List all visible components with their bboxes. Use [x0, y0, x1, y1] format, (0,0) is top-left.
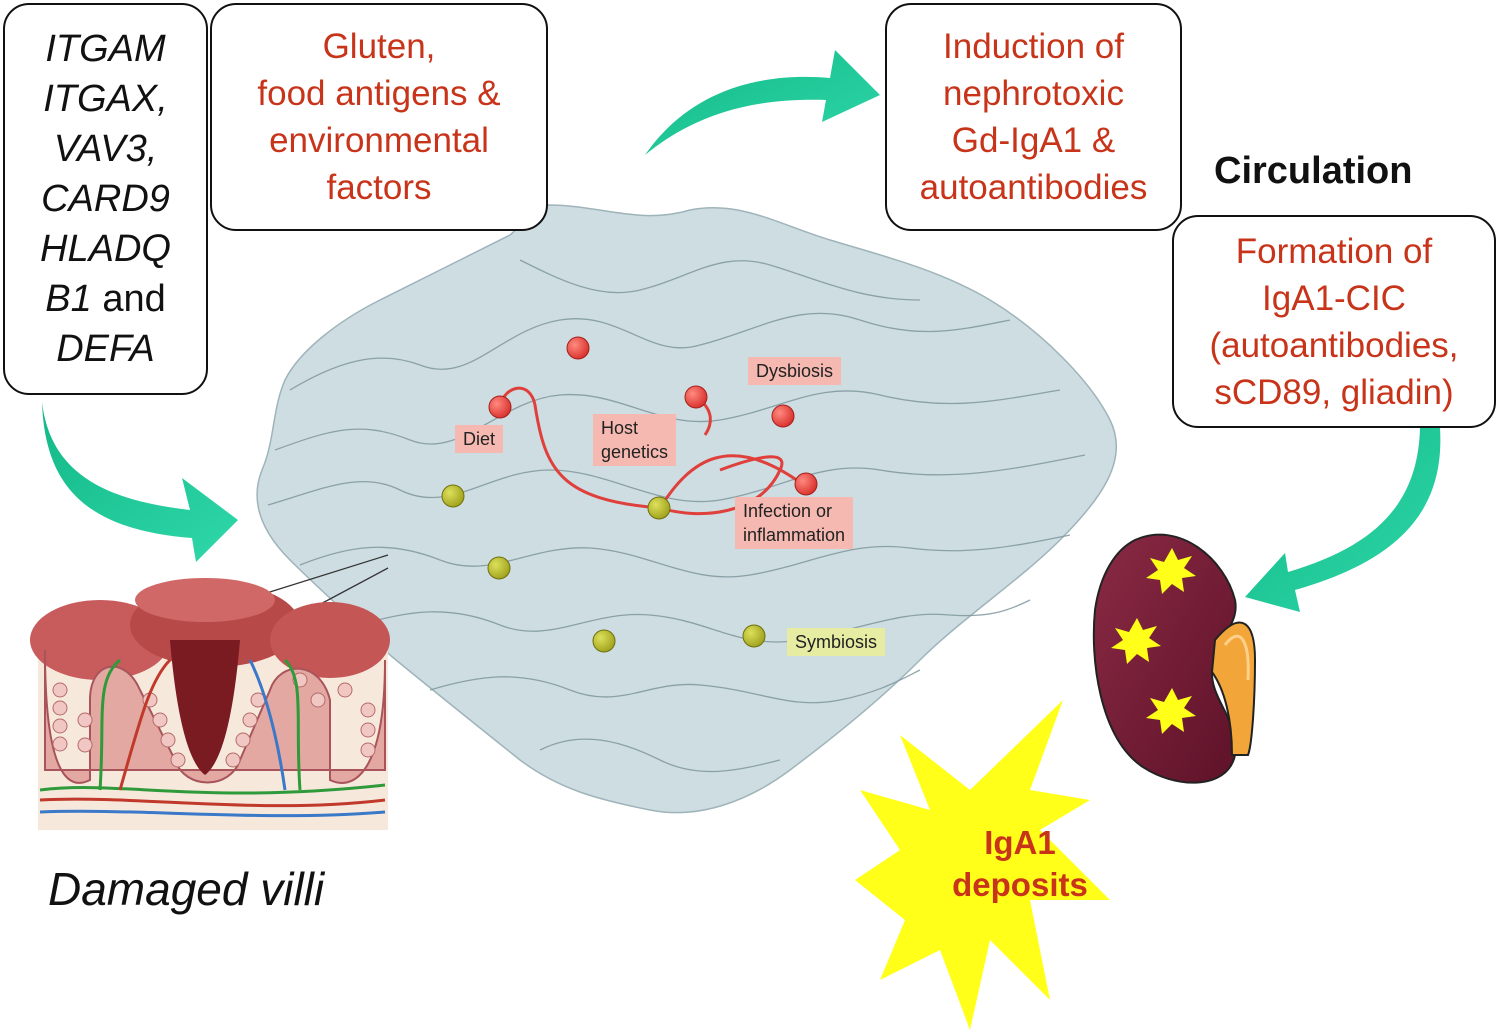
formation-line-1: Formation of — [1235, 231, 1433, 271]
induction-line-2: nephrotoxic — [943, 74, 1124, 113]
triggers-line-2: food antigens & — [257, 74, 501, 113]
curved-arrow-icon-top — [645, 50, 880, 155]
formation-line-4: sCD89, gliadin) — [1214, 372, 1454, 412]
gene-defa: DEFA — [56, 328, 155, 370]
and-word: and — [102, 278, 166, 320]
red-balls — [488, 336, 818, 496]
deposits-line-1: IgA1 — [984, 824, 1056, 861]
intestinal-villi-icon — [30, 578, 390, 830]
igA1-deposits-label: IgA1 deposits — [915, 822, 1125, 906]
label-symbiosis: Symbiosis — [787, 628, 886, 656]
gene-itgam: ITGAM — [45, 28, 166, 70]
gene-vav3: VAV3, — [53, 128, 158, 170]
curved-arrow-icon-right — [1245, 428, 1441, 612]
label-host-genetics-line-1: Host — [601, 418, 639, 438]
induction-line-1: Induction of — [943, 27, 1124, 66]
genes-box: ITGAM ITGAX, VAV3, CARD9 HLADQ B1 and DE… — [3, 3, 208, 395]
label-host-genetics-line-2: genetics — [601, 442, 669, 462]
formation-line-3: (autoantibodies, — [1209, 325, 1459, 365]
gene-itgax: ITGAX, — [43, 78, 168, 120]
label-host-genetics: Host genetics — [593, 414, 677, 466]
label-dysbiosis: Dysbiosis — [748, 357, 842, 385]
label-diet: Diet — [455, 425, 504, 453]
gene-hladq: HLADQ — [40, 228, 171, 270]
induction-line-4: autoantibodies — [919, 168, 1148, 207]
triggers-box: Gluten, food antigens & environmental fa… — [210, 3, 548, 231]
induction-box: Induction of nephrotoxic Gd-IgA1 & autoa… — [885, 3, 1182, 231]
label-infection-line-1: Infection or — [743, 501, 833, 521]
green-balls — [441, 484, 766, 653]
kidney-icon — [1092, 533, 1257, 784]
starburst-icon — [855, 700, 1110, 1030]
circulation-heading: Circulation — [1214, 150, 1413, 192]
landscape-surface — [256, 204, 1118, 814]
deposits-line-2: deposits — [952, 866, 1088, 903]
label-infection-inflammation: Infection or inflammation — [735, 497, 854, 549]
triggers-line-4: factors — [326, 168, 432, 207]
damaged-villi-label: Damaged villi — [48, 863, 325, 915]
triggers-line-3: environmental — [269, 121, 489, 160]
label-infection-line-2: inflammation — [743, 525, 846, 545]
gene-card9: CARD9 — [41, 178, 170, 220]
induction-line-3: Gd-IgA1 & — [951, 121, 1116, 160]
curved-arrow-icon — [42, 402, 238, 562]
formation-box: Formation of IgA1-CIC (autoantibodies, s… — [1172, 215, 1496, 428]
formation-line-2: IgA1-CIC — [1262, 278, 1406, 318]
triggers-line-1: Gluten, — [322, 27, 436, 66]
gene-b1: B1 — [45, 278, 92, 320]
